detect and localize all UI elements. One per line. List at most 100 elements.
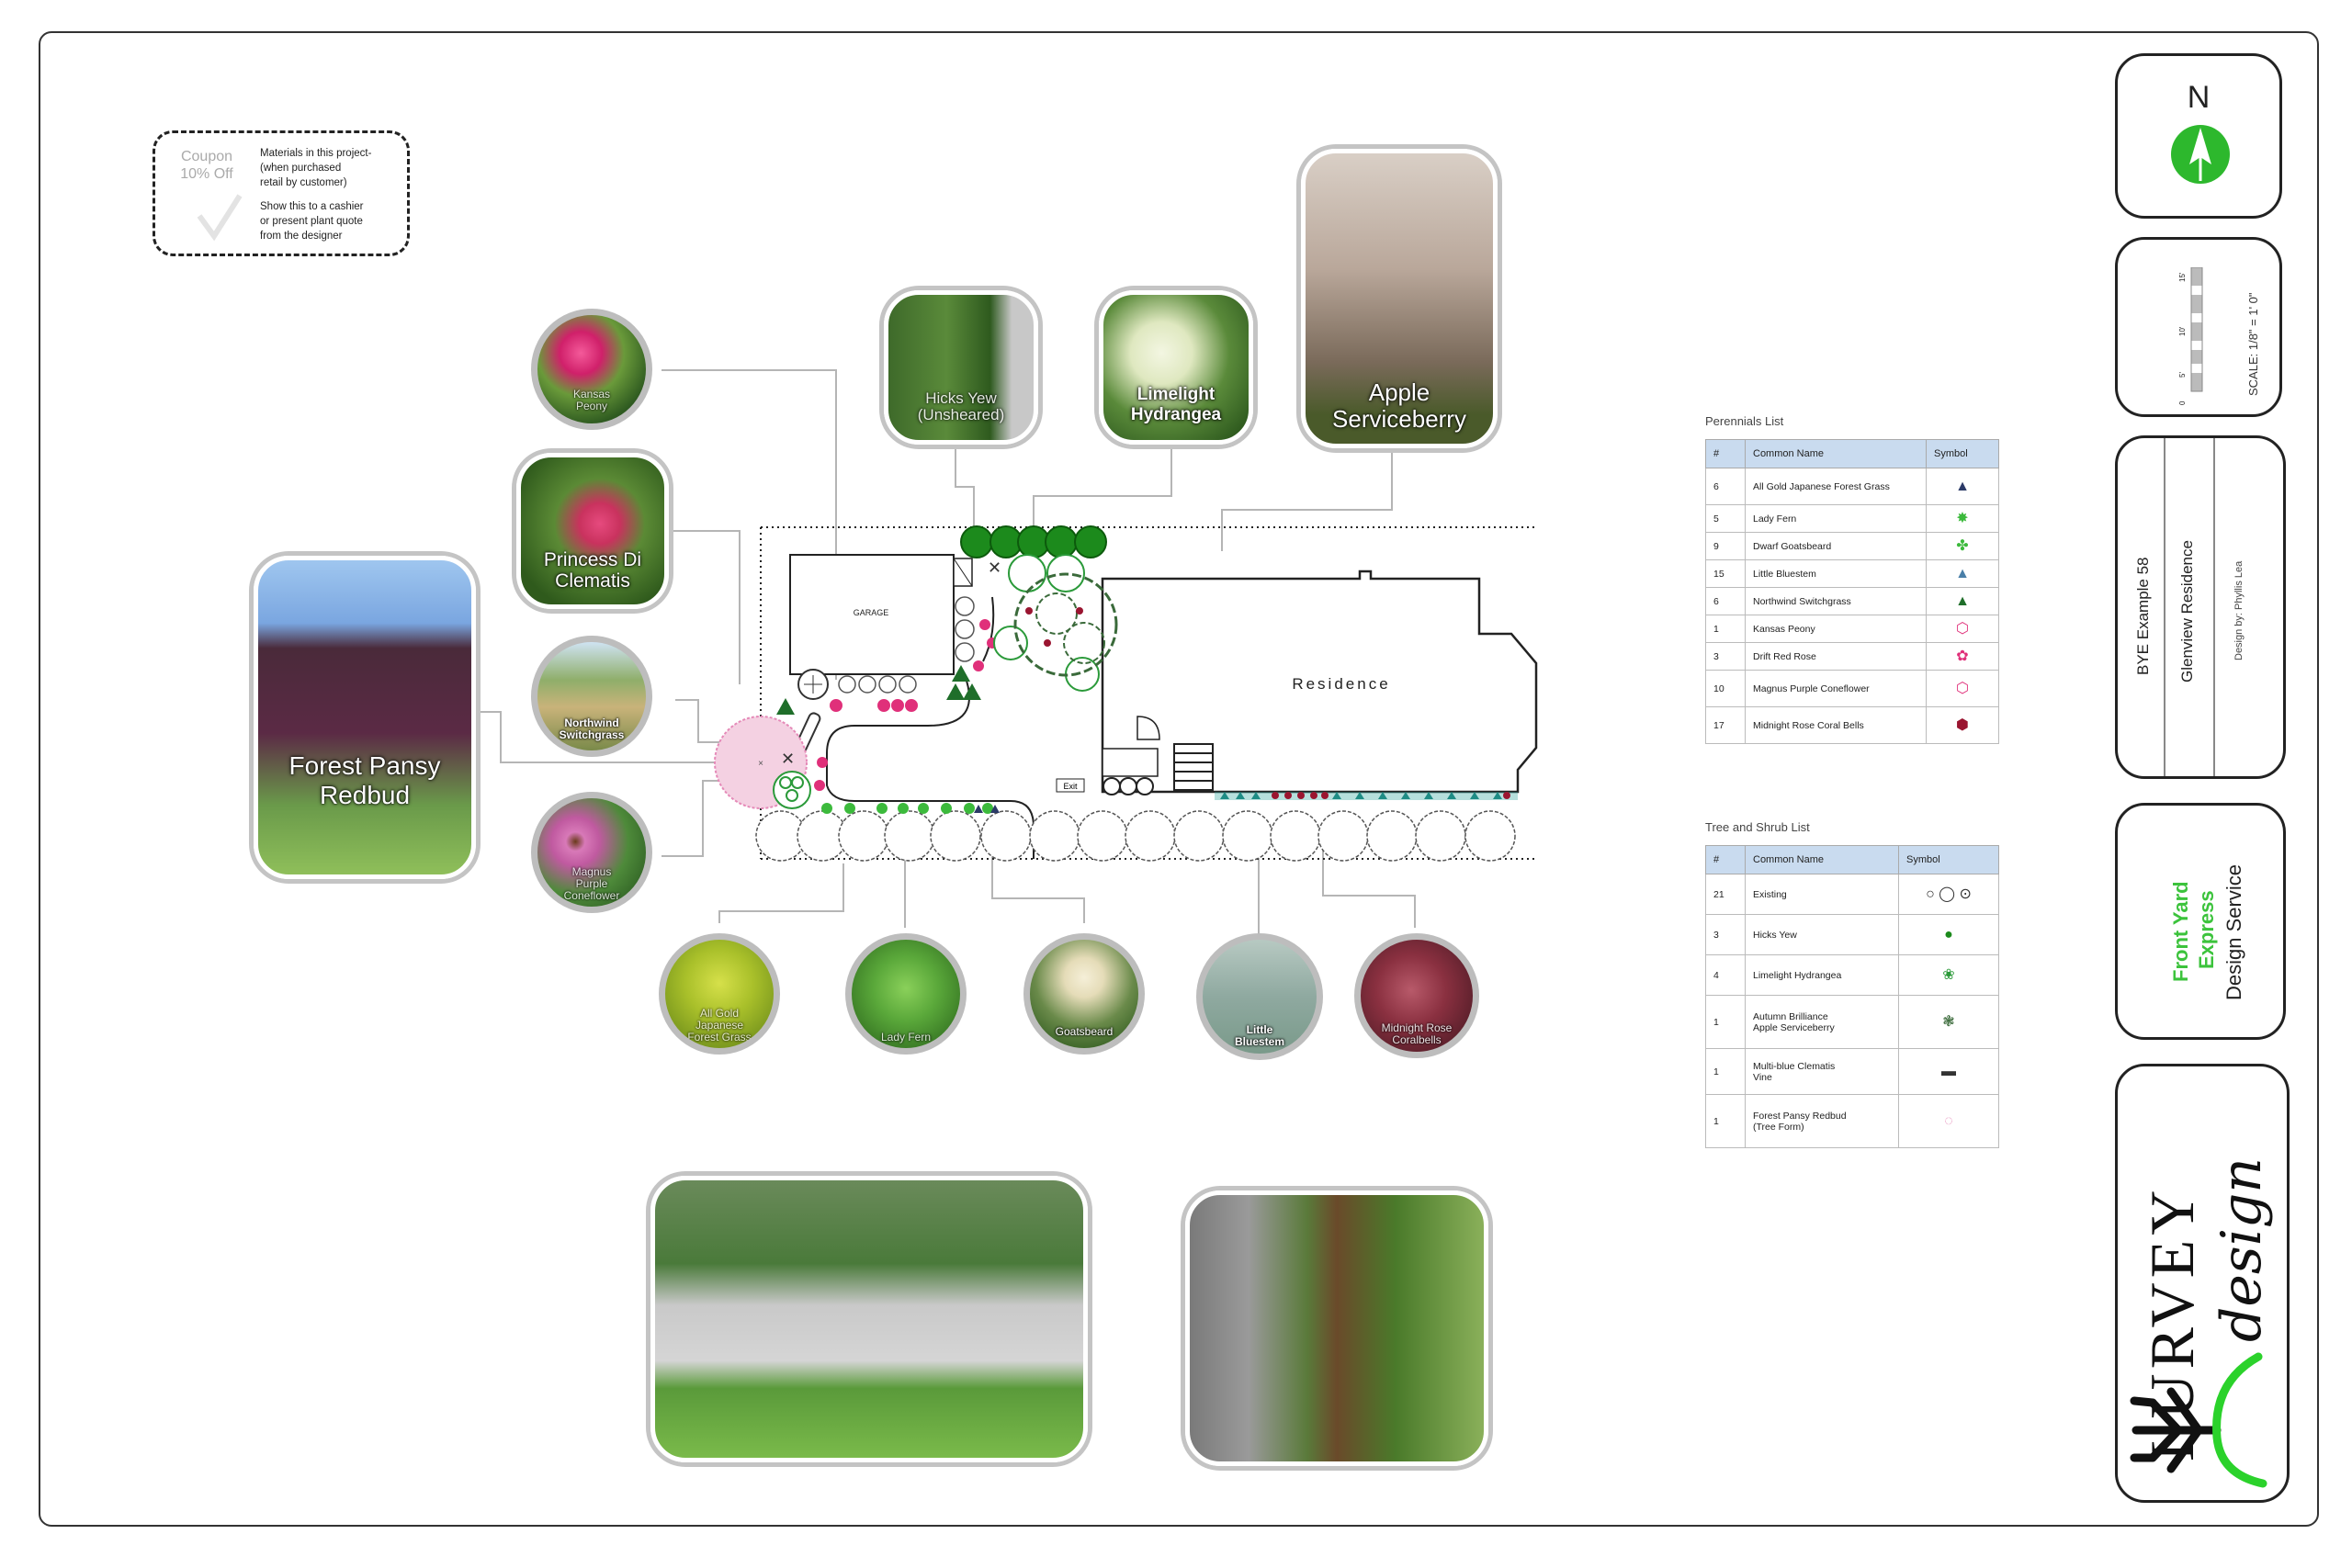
project-example: BYE Example 58 [2134,557,2152,675]
row-common-name: Autumn Brilliance Apple Serviceberry [1745,995,1899,1049]
svg-text:✕: ✕ [988,558,1001,577]
kansas-peony-photo: Kansas Peony [531,309,652,430]
drawing-sheet [39,31,2319,1527]
apple-serviceberry-photo: Apple Serviceberry [1301,149,1498,448]
garage-label: GARAGE [854,608,889,617]
north-arrow-box: N [2115,53,2282,219]
row-symbol-icon: ▬ [1898,1048,1999,1095]
scale-tick-0: 0 [2178,400,2187,405]
row-symbol-icon: ✤ [1926,532,1999,560]
scale-tick-10: 10' [2178,326,2187,336]
north-label: N [2187,80,2211,115]
goatsbeard-label: Goatsbeard [1055,1025,1114,1038]
exit-label: Exit [1063,782,1078,791]
residence-outline [1101,570,1538,794]
col-number: # [1705,845,1746,874]
row-symbol-icon: ● [1898,914,1999,955]
row-count: 1 [1705,1048,1746,1095]
col-common-name: Common Name [1745,439,1927,468]
scale-box: SCALE: 1/8" = 1' 0" 0 5' 10' 15' [2115,237,2282,417]
row-count: 1 [1705,1094,1746,1148]
row-common-name: Hicks Yew [1745,914,1899,955]
col-symbol: Symbol [1926,439,1999,468]
kansas-peony-label: Kansas Peony [572,388,611,412]
row-count: 4 [1705,954,1746,996]
row-symbol-icon: ▲ [1926,587,1999,615]
north-arrow-icon [2171,125,2230,184]
row-common-name: Kansas Peony [1745,615,1927,643]
coral-bells-photo: Midnight Rose Coralbells [1354,933,1479,1058]
row-symbol-icon: ✿ [1926,642,1999,671]
japanese-forest-grass-photo: All Gold Japanese Forest Grass [659,933,780,1055]
coupon-materials: Materials in this project- (when purchas… [260,148,372,188]
row-symbol-icon: ▲ [1926,468,1999,505]
residence-label: Residence [1292,675,1390,693]
row-common-name: Northwind Switchgrass [1745,587,1927,615]
backyard-photo-1 [650,1176,1088,1462]
project-residence: Glenview Residence [2178,540,2196,682]
row-count: 10 [1705,670,1746,707]
coupon-instructions: Show this to a cashier or present plant … [260,201,364,242]
row-symbol-icon: ▲ [1926,559,1999,588]
coupon-box: Coupon 10% Off Materials in this project… [153,130,410,256]
limelight-hydrangea-photo: Limelight Hydrangea [1099,290,1253,445]
row-count: 3 [1705,642,1746,671]
forest-pansy-redbud-photo: Forest Pansy Redbud [254,556,476,879]
forest-pansy-label: Forest Pansy Redbud [288,751,441,809]
row-symbol-icon: ⬡ [1926,615,1999,643]
row-count: 1 [1705,615,1746,643]
project-designer: Design by: Phyllis Lea [2233,560,2245,660]
row-count: 3 [1705,914,1746,955]
row-common-name: Magnus Purple Coneflower [1745,670,1927,707]
northwind-switchgrass-photo: Northwind Switchgrass [531,636,652,757]
lurvey-tree-icon [2130,1352,2267,1488]
col-common-name: Common Name [1745,845,1899,874]
row-count: 17 [1705,706,1746,744]
service-line2: Express [2195,890,2218,969]
hicks-yew-photo: Hicks Yew (Unsheared) [884,290,1038,445]
goatsbeard-photo: Goatsbeard [1023,933,1145,1055]
svg-text:×: × [758,759,763,769]
row-count: 6 [1705,587,1746,615]
row-symbol-icon: ❀ [1898,954,1999,996]
col-number: # [1705,439,1746,468]
lady-fern-label: Lady Fern [880,1031,932,1043]
perennials-title: Perennials List [1705,414,1784,428]
garage-outline [789,554,955,675]
lady-fern-photo: Lady Fern [845,933,967,1055]
service-line3: Design Service [2222,864,2245,1000]
coupon-check-icon [197,194,243,242]
svg-text:✕: ✕ [781,750,795,768]
coupon-title: Coupon 10% Off [180,149,233,182]
princess-di-clematis-photo: Princess Di Clematis [516,453,669,609]
scale-bar [2190,267,2203,392]
service-box: Front Yard Express Design Service [2115,803,2286,1040]
little-bluestem-photo: Little Bluestem [1196,933,1323,1060]
logo-box: LURVEY design [2115,1064,2290,1503]
row-symbol-icon: ◌ [1898,1094,1999,1148]
princess-di-label: Princess Di Clematis [543,549,642,592]
apple-label: Apple Serviceberry [1332,378,1466,433]
row-count: 9 [1705,532,1746,560]
row-common-name: Existing [1745,874,1899,915]
row-symbol-icon: ⬢ [1926,706,1999,744]
project-info-box: BYE Example 58 Glenview Residence Design… [2115,435,2286,779]
row-common-name: Lady Fern [1745,504,1927,533]
row-count: 5 [1705,504,1746,533]
row-count: 21 [1705,874,1746,915]
row-common-name: Dwarf Goatsbeard [1745,532,1927,560]
row-symbol-icon: ✸ [1926,504,1999,533]
